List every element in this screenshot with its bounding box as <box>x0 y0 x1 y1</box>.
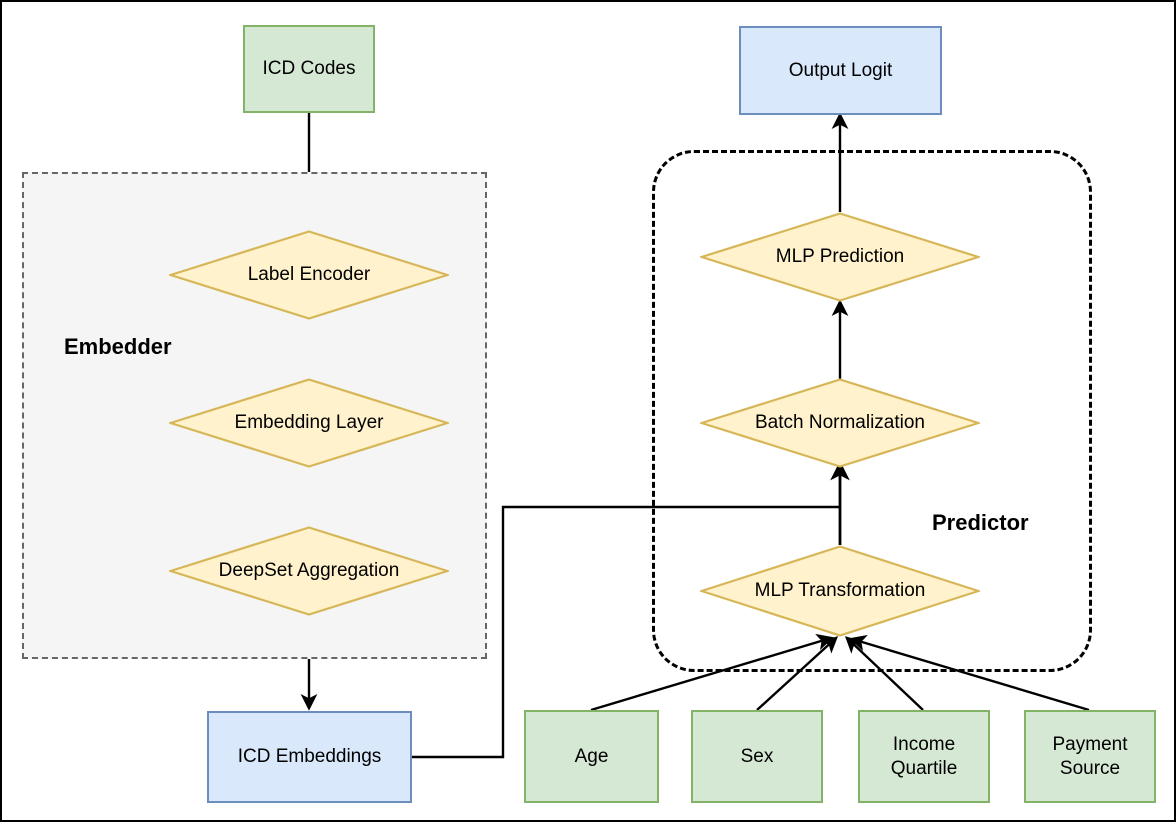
node-age-label: Age <box>574 745 609 767</box>
node-payment-source-label-line1: Payment <box>1052 734 1128 756</box>
node-income-quartile-label-line1: Income <box>892 734 956 756</box>
node-deepset-aggregation-label: DeepSet Aggregation <box>218 560 400 581</box>
node-sex-label: Sex <box>740 745 774 767</box>
node-income-quartile-label-line2: Quartile <box>890 757 958 779</box>
node-icd-embeddings[interactable]: ICD Embeddings <box>207 711 412 803</box>
group-embedder-label: Embedder <box>64 334 172 359</box>
group-predictor-label: Predictor <box>932 510 1029 535</box>
diamond-shape-embedding-layer <box>169 378 449 468</box>
node-mlp-transformation-label: MLP Transformation <box>754 580 926 601</box>
node-output-logit[interactable]: Output Logit <box>739 26 942 115</box>
node-mlp-prediction-label: MLP Prediction <box>775 246 905 267</box>
node-icd-codes[interactable]: ICD Codes <box>243 25 375 113</box>
node-icd-codes-label: ICD Codes <box>262 58 356 80</box>
node-batch-normalization[interactable]: Batch Normalization <box>700 378 980 468</box>
node-age[interactable]: Age <box>524 710 659 803</box>
node-sex[interactable]: Sex <box>691 710 823 803</box>
diamond-shape-label-encoder <box>169 230 449 320</box>
node-embedding-layer[interactable]: Embedding Layer <box>169 378 449 468</box>
node-embedding-layer-label: Embedding Layer <box>234 412 384 433</box>
diamond-shape-deepset-aggregation <box>169 526 449 616</box>
node-payment-source-label-line2: Source <box>1059 757 1121 779</box>
node-payment-source[interactable]: Payment Source <box>1024 710 1156 803</box>
node-label-encoder-label: Label Encoder <box>247 264 371 285</box>
node-income-quartile[interactable]: Income Quartile <box>858 710 990 803</box>
node-label-encoder[interactable]: Label Encoder <box>169 230 449 320</box>
node-icd-embeddings-label: ICD Embeddings <box>237 746 382 768</box>
node-output-logit-label: Output Logit <box>788 59 893 81</box>
node-batch-normalization-label: Batch Normalization <box>754 412 926 433</box>
node-mlp-prediction[interactable]: MLP Prediction <box>700 212 980 302</box>
node-mlp-transformation[interactable]: MLP Transformation <box>700 545 980 637</box>
node-deepset-aggregation[interactable]: DeepSet Aggregation <box>169 526 449 616</box>
